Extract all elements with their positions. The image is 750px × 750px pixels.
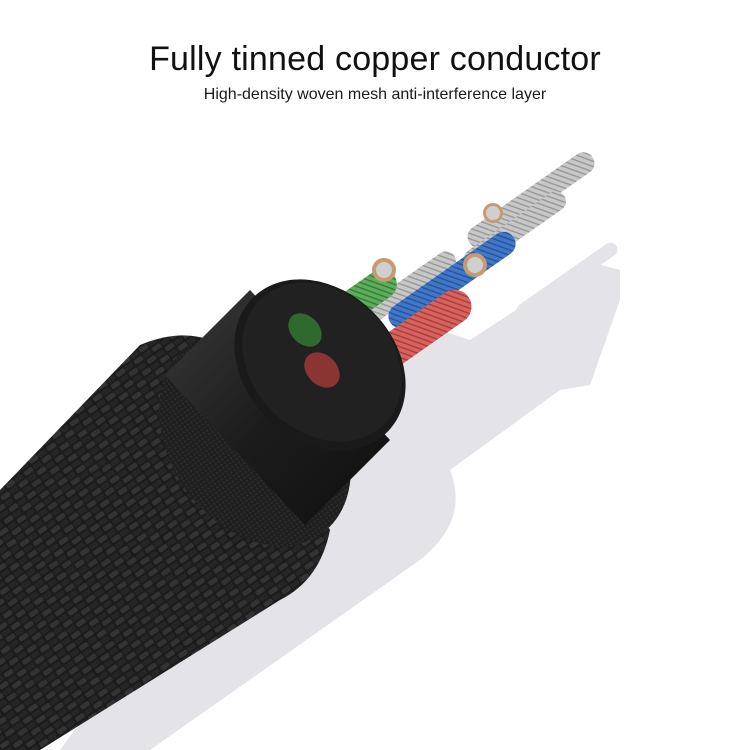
subheadline: High-density woven mesh anti-interferenc…	[203, 86, 547, 103]
green-wire-base	[288, 313, 322, 347]
headline: Fully tinned copper conductor	[149, 40, 601, 78]
red-wire-base	[304, 352, 340, 388]
